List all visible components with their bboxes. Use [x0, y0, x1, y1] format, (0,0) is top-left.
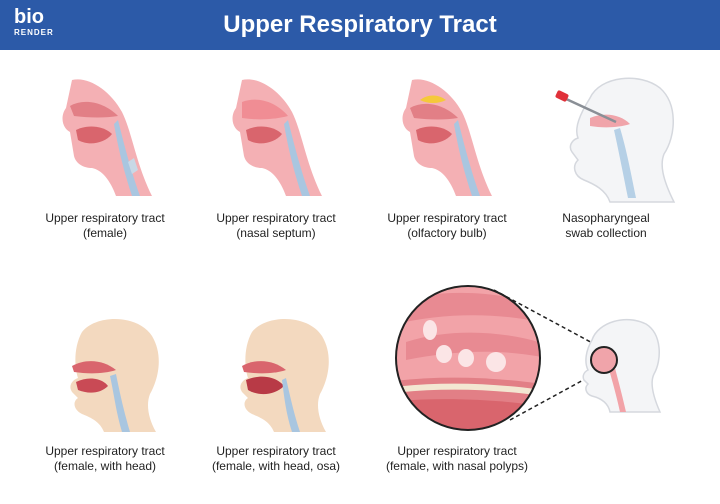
swab-handle-icon: [555, 90, 569, 102]
logo-subtext: RENDER: [14, 28, 54, 37]
small-head-outline: [582, 318, 662, 413]
nasal-polyp-icon: [423, 320, 437, 340]
zoom-line-bottom: [509, 371, 599, 421]
figure-nasal-polyps: [395, 285, 662, 431]
zoom-line-top: [493, 289, 599, 347]
lower-tissue: [396, 399, 540, 430]
airway-shape: [284, 120, 310, 196]
oral-cavity-shape: [246, 126, 282, 144]
zoom-target-ring: [590, 346, 618, 374]
airway-shape: [454, 120, 480, 196]
nasal-polyp-icon: [458, 349, 474, 367]
caption-female-with-head: Upper respiratory tract (female, with he…: [45, 444, 165, 473]
header-bar: bio RENDER Upper Respiratory Tract: [0, 0, 720, 50]
obstructed-airway-shape: [246, 376, 284, 395]
nasal-cavity-shape: [242, 361, 286, 374]
olfactory-bulb-shape: [420, 95, 446, 103]
swab-stick: [563, 96, 617, 124]
nasal-cavity-shape: [72, 361, 116, 374]
figure-nasal-septum: [232, 79, 322, 196]
figure-female-with-head-osa: [240, 318, 329, 432]
figure-female: [62, 79, 152, 196]
biorender-logo[interactable]: bio RENDER: [14, 6, 64, 44]
magnified-view: [396, 286, 540, 430]
caption-nasopharyngeal-swab: Nasopharyngeal swab collection: [562, 211, 650, 240]
oral-cavity-shape: [416, 126, 452, 144]
nasal-polyp-icon: [436, 345, 452, 363]
page-title: Upper Respiratory Tract: [223, 11, 497, 38]
airway-shape: [282, 378, 300, 432]
throat-shape: [614, 128, 636, 198]
figure-nasopharyngeal-swab: [555, 77, 676, 203]
logo-mark: bio: [14, 6, 44, 28]
caption-female-with-head-osa: Upper respiratory tract (female, with he…: [211, 444, 341, 473]
bone-layer: [396, 383, 540, 398]
nasal-cavity-shape: [70, 101, 118, 118]
caption-nasal-septum: Upper respiratory tract (nasal septum): [216, 211, 336, 240]
nasal-polyp-icon: [486, 352, 506, 372]
caption-nasal-polyps: Upper respiratory tract (female, with na…: [385, 444, 529, 473]
nasal-passage-shape: [590, 114, 630, 128]
magnifier-ring: [395, 285, 541, 431]
figure-olfactory-bulb: [402, 79, 492, 196]
nasal-cavity-shape: [410, 103, 458, 120]
small-airway-shape: [608, 364, 626, 412]
caption-female: Upper respiratory tract (female): [45, 211, 165, 240]
oral-cavity-shape: [76, 378, 108, 393]
nasal-septum-shape: [242, 99, 288, 120]
oral-cavity-shape: [76, 126, 112, 144]
airway-shape: [114, 120, 140, 196]
airway-shape: [110, 374, 130, 432]
figure-female-with-head: [70, 318, 159, 432]
caption-olfactory-bulb: Upper respiratory tract (olfactory bulb): [387, 211, 507, 240]
cartilage-shape: [128, 158, 138, 174]
head-silhouette-shape: [240, 318, 329, 432]
